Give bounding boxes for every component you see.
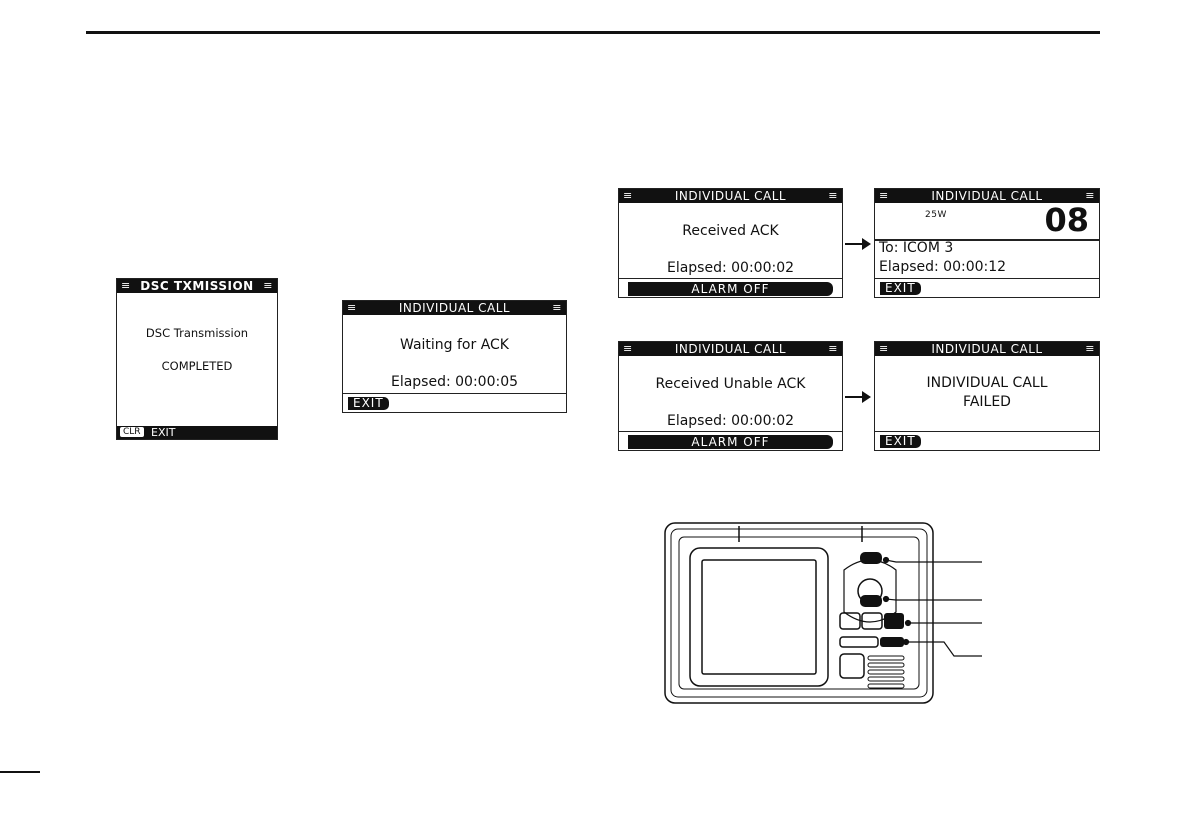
menu-icon: ≡ [121, 279, 131, 292]
header-title: INDIVIDUAL CALL [674, 189, 787, 203]
divider [875, 239, 1099, 241]
recipient-text: To: ICOM 3 [879, 240, 954, 256]
screen-header: ≡ DSC TXMISSION ≡ [117, 279, 277, 293]
menu-icon: ≡ [1085, 342, 1095, 355]
header-title: INDIVIDUAL CALL [931, 342, 1043, 356]
alarm-off-softkey[interactable]: ALARM OFF [628, 435, 833, 449]
exit-softkey[interactable]: EXIT [880, 435, 921, 448]
channel-number: 08 [1044, 201, 1089, 239]
screen-header: ≡ INDIVIDUAL CALL ≡ [875, 342, 1099, 356]
header-title: INDIVIDUAL CALL [931, 189, 1043, 203]
elapsed-time: Elapsed: 00:00:12 [879, 259, 1007, 275]
channel-screen: ≡ INDIVIDUAL CALL ≡ 25W 08 To: ICOM 3 El… [874, 188, 1100, 298]
waiting-ack-screen: ≡ INDIVIDUAL CALL ≡ Waiting for ACK Elap… [342, 300, 567, 413]
elapsed-time: Elapsed: 00:00:02 [666, 260, 795, 276]
menu-icon: ≡ [1085, 189, 1095, 202]
top-rule [86, 31, 1100, 34]
menu-icon: ≡ [623, 189, 633, 202]
softkey-bar: ALARM OFF [619, 431, 842, 450]
callout-lines [882, 556, 982, 657]
screen-header: ≡ INDIVIDUAL CALL ≡ [619, 342, 842, 356]
menu-icon: ≡ [623, 342, 633, 355]
menu-icon: ≡ [347, 301, 357, 314]
exit-softkey[interactable]: EXIT [348, 397, 389, 410]
softkey-bar: EXIT [875, 278, 1099, 297]
arrow-right-icon [845, 238, 871, 250]
received-unable-ack-screen: ≡ INDIVIDUAL CALL ≡ Received Unable ACK … [618, 341, 843, 451]
call-failed-screen: ≡ INDIVIDUAL CALL ≡ INDIVIDUAL CALL FAIL… [874, 341, 1100, 451]
alarm-off-softkey[interactable]: ALARM OFF [628, 282, 833, 296]
highlighted-long-button [880, 637, 904, 647]
menu-icon: ≡ [879, 189, 889, 202]
failure-line-2: FAILED [963, 394, 1011, 410]
radio-body [664, 522, 934, 704]
failure-line-1: INDIVIDUAL CALL [926, 375, 1048, 391]
power-indicator: 25W [925, 210, 947, 220]
received-ack-screen: ≡ INDIVIDUAL CALL ≡ Received ACK Elapsed… [618, 188, 843, 298]
display-area [701, 559, 817, 675]
exit-softkey[interactable]: EXIT [880, 282, 921, 295]
softkey-bar: CLR EXIT [117, 426, 277, 439]
screen-header: ≡ INDIVIDUAL CALL ≡ [619, 189, 842, 203]
status-line-1: DSC Transmission [145, 326, 249, 340]
menu-icon: ≡ [552, 301, 562, 314]
square-button [839, 653, 865, 679]
display-bezel [689, 547, 829, 687]
elapsed-time: Elapsed: 00:00:05 [390, 374, 519, 390]
screen-header: ≡ INDIVIDUAL CALL ≡ [343, 301, 566, 315]
down-key [860, 595, 882, 607]
elapsed-time: Elapsed: 00:00:02 [666, 413, 795, 429]
menu-icon: ≡ [263, 279, 273, 292]
screen-header: ≡ INDIVIDUAL CALL ≡ [875, 189, 1099, 203]
speaker-grille [867, 655, 905, 689]
status-line-2: COMPLETED [161, 359, 233, 373]
soft-button-2 [861, 612, 883, 630]
long-button [839, 636, 879, 648]
softkey-bar: ALARM OFF [619, 278, 842, 297]
header-title: INDIVIDUAL CALL [674, 342, 787, 356]
menu-icon: ≡ [879, 342, 889, 355]
message-text: Waiting for ACK [400, 337, 509, 353]
clr-key-badge[interactable]: CLR [120, 427, 144, 437]
header-title: DSC TXMISSION [140, 279, 254, 293]
up-key [860, 552, 882, 564]
radio-front-panel-illustration [664, 522, 982, 704]
menu-icon: ≡ [828, 342, 838, 355]
dsc-txmission-screen: ≡ DSC TXMISSION ≡ DSC Transmission COMPL… [116, 278, 278, 440]
footer-rule [0, 771, 40, 773]
header-title: INDIVIDUAL CALL [398, 301, 511, 315]
message-text: Received Unable ACK [655, 376, 806, 392]
softkey-bar: EXIT [343, 393, 566, 412]
message-text: Received ACK [682, 223, 779, 239]
arrow-right-icon [845, 391, 871, 403]
soft-button-1 [839, 612, 861, 630]
exit-softkey[interactable]: EXIT [151, 426, 176, 439]
highlighted-soft-button [884, 613, 904, 629]
menu-icon: ≡ [828, 189, 838, 202]
softkey-bar: EXIT [875, 431, 1099, 450]
